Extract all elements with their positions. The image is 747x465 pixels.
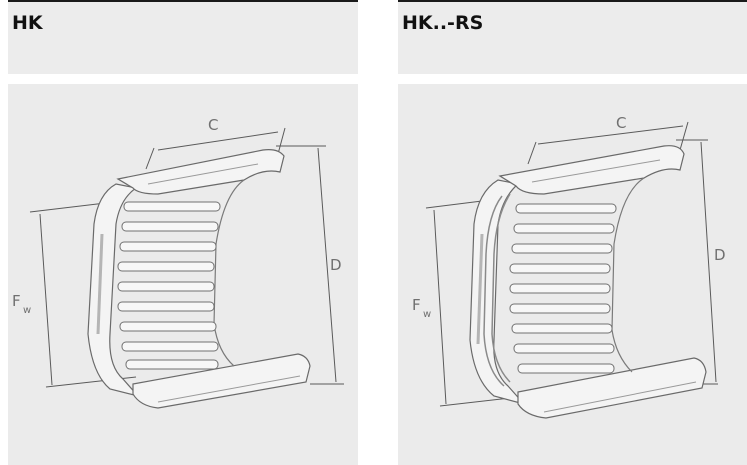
panel-hk: HK [8,0,358,465]
panel-title: HK..-RS [402,12,484,34]
dimension-c [145,127,286,170]
label-fw-w: w [423,309,431,320]
label-fw-w: w [23,305,31,316]
bearing-svg: C D F w [412,114,726,419]
dimension-fw [29,201,137,388]
label-fw-f: F [12,292,21,310]
needle-rollers [117,201,221,370]
header-rule [8,74,358,79]
panel-title: HK [12,12,43,34]
dimension-d [276,145,344,385]
outer-ring [469,145,707,419]
header-rule [398,74,747,79]
panel-hk-rs: HK..-RS [398,0,747,465]
label-d: D [714,246,726,264]
label-c: C [208,116,218,134]
label-c: C [616,114,626,132]
panel-header: HK [8,0,358,79]
panel-header: HK..-RS [398,0,747,79]
label-d: D [330,256,342,274]
label-fw-f: F [412,296,421,314]
bearing-drawing: C D F w [398,84,747,465]
bearing-drawing: C D F w [8,84,358,465]
seal-ring [483,193,511,387]
dimension-c [527,121,689,165]
dimension-d [676,139,718,385]
bearing-svg: C D F w [12,116,344,409]
needle-rollers [509,203,617,374]
